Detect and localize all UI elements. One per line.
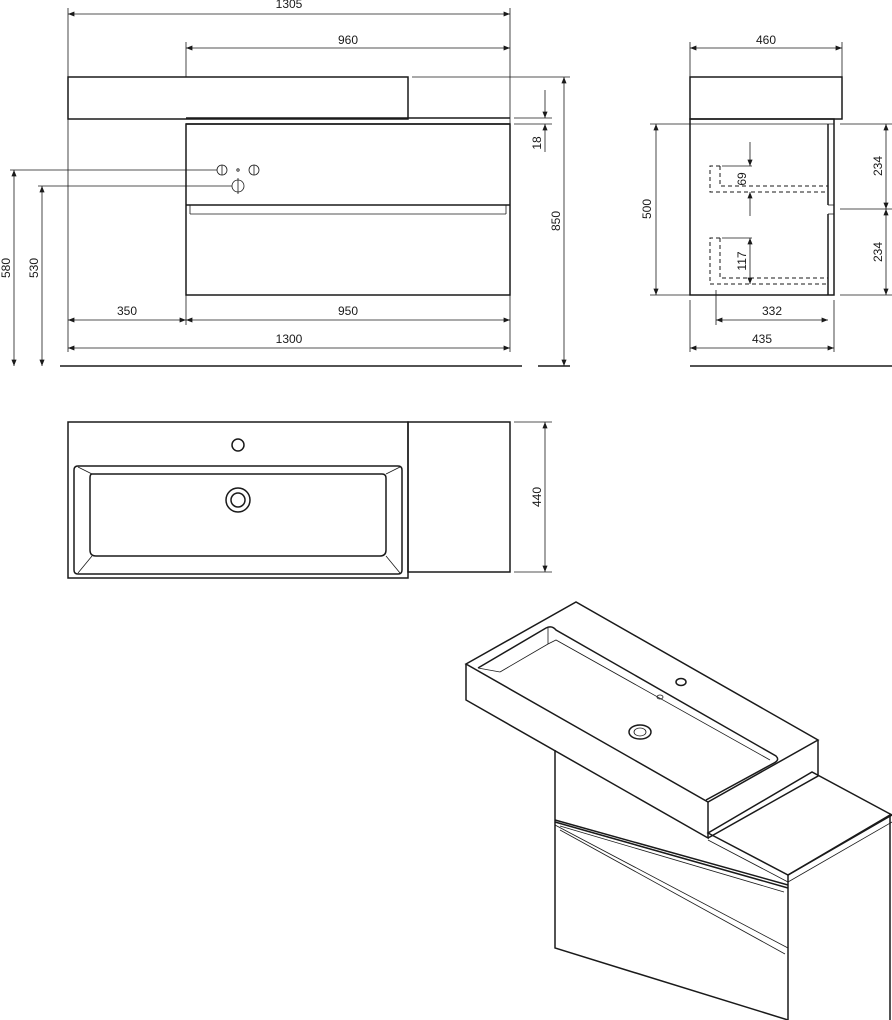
upper-drawer-hidden xyxy=(709,165,828,193)
side-cabinet xyxy=(689,118,835,296)
dim-460: 460 xyxy=(756,33,776,47)
front-cabinet xyxy=(185,123,511,296)
isometric-view xyxy=(464,601,892,1020)
drain-icon xyxy=(225,487,251,513)
dim-960: 960 xyxy=(338,33,358,47)
waste-connection-icon xyxy=(231,178,245,194)
dim-234-lower: 234 xyxy=(871,242,885,262)
front-basin xyxy=(67,76,409,120)
tap-hole-icon xyxy=(231,438,245,452)
side-basin xyxy=(689,76,843,120)
front-view: 1305 960 18 850 580 530 350 950 1300 xyxy=(0,0,570,367)
dim-1300: 1300 xyxy=(276,332,303,346)
side-view: 460 500 234 234 69 117 332 435 xyxy=(640,33,892,367)
dim-350: 350 xyxy=(117,304,137,318)
top-bowl-outer xyxy=(73,465,403,575)
iso-drain-icon xyxy=(628,724,652,740)
top-view: 440 xyxy=(67,421,552,579)
lower-drawer-hidden xyxy=(709,237,828,285)
top-basin-outline xyxy=(67,421,409,579)
dim-1305: 1305 xyxy=(276,0,303,11)
dim-69: 69 xyxy=(735,172,749,186)
dim-117: 117 xyxy=(735,251,749,270)
top-countertop-outline xyxy=(407,421,511,573)
iso-countertop xyxy=(706,771,892,876)
dim-234-upper: 234 xyxy=(871,156,885,176)
iso-bowl xyxy=(477,626,779,801)
dim-580: 580 xyxy=(0,258,13,278)
dim-850: 850 xyxy=(549,211,563,231)
dim-530: 530 xyxy=(27,258,41,278)
top-bowl-inner xyxy=(89,473,387,557)
iso-tap-hole-icon xyxy=(675,677,687,687)
dim-332: 332 xyxy=(762,304,782,318)
iso-cabinet xyxy=(554,750,789,1020)
tap-connection-icon xyxy=(216,164,260,176)
dim-435: 435 xyxy=(752,332,772,346)
dim-500: 500 xyxy=(640,199,654,219)
dim-18: 18 xyxy=(530,136,544,150)
dim-440: 440 xyxy=(530,487,544,507)
iso-basin-top xyxy=(464,601,820,803)
dim-950: 950 xyxy=(338,304,358,318)
